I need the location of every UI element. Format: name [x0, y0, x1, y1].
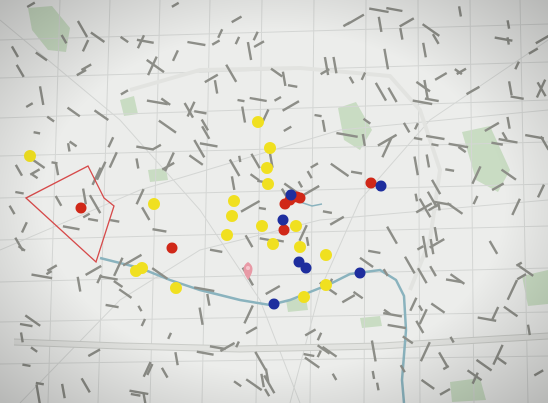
yellow-marker-icon[interactable]	[264, 142, 276, 154]
building	[436, 201, 441, 211]
building	[375, 382, 380, 391]
building	[22, 363, 31, 368]
building	[66, 143, 71, 152]
building	[322, 210, 333, 215]
building	[15, 190, 24, 195]
building	[414, 193, 419, 202]
yellow-marker-icon[interactable]	[261, 162, 273, 174]
yellow-marker-icon[interactable]	[170, 282, 182, 294]
yellow-marker-icon[interactable]	[226, 210, 238, 222]
building	[33, 131, 41, 135]
building	[431, 143, 439, 147]
building	[371, 370, 376, 380]
yellow-marker-icon[interactable]	[24, 150, 36, 162]
yellow-marker-icon[interactable]	[136, 262, 148, 274]
yellow-marker-icon[interactable]	[320, 249, 332, 261]
yellow-marker-icon[interactable]	[228, 195, 240, 207]
red-marker-icon[interactable]	[365, 177, 377, 189]
yellow-marker-icon[interactable]	[148, 198, 160, 210]
yellow-marker-icon[interactable]	[298, 291, 310, 303]
building	[35, 381, 45, 386]
blue-marker-icon[interactable]	[375, 180, 387, 192]
building	[19, 332, 24, 343]
building	[109, 218, 120, 223]
building	[445, 168, 455, 172]
park-area	[360, 316, 382, 328]
building	[506, 20, 511, 29]
yellow-marker-icon[interactable]	[252, 116, 264, 128]
building	[314, 113, 322, 118]
blue-marker-icon[interactable]	[354, 267, 366, 279]
red-marker-icon[interactable]	[75, 202, 87, 214]
yellow-marker-icon[interactable]	[320, 279, 332, 291]
blue-marker-icon[interactable]	[277, 214, 289, 226]
red-marker-icon[interactable]	[278, 224, 290, 236]
building	[258, 206, 267, 211]
red-marker-icon[interactable]	[279, 198, 291, 210]
building	[506, 37, 510, 45]
yellow-marker-icon[interactable]	[294, 241, 306, 253]
building	[238, 155, 242, 163]
blue-marker-icon[interactable]	[285, 189, 297, 201]
building	[237, 98, 245, 103]
yellow-marker-icon[interactable]	[290, 220, 302, 232]
blue-marker-icon[interactable]	[268, 298, 280, 310]
building	[130, 392, 141, 397]
park-area	[450, 378, 486, 402]
building	[305, 236, 310, 247]
yellow-marker-icon[interactable]	[256, 220, 268, 232]
building	[259, 237, 270, 242]
building	[413, 136, 423, 141]
blue-marker-icon[interactable]	[300, 262, 312, 274]
yellow-marker-icon[interactable]	[267, 238, 279, 250]
red-marker-icon[interactable]	[166, 242, 178, 254]
yellow-marker-icon[interactable]	[221, 229, 233, 241]
building	[51, 161, 58, 165]
yellow-marker-icon[interactable]	[262, 178, 274, 190]
building	[287, 84, 298, 88]
